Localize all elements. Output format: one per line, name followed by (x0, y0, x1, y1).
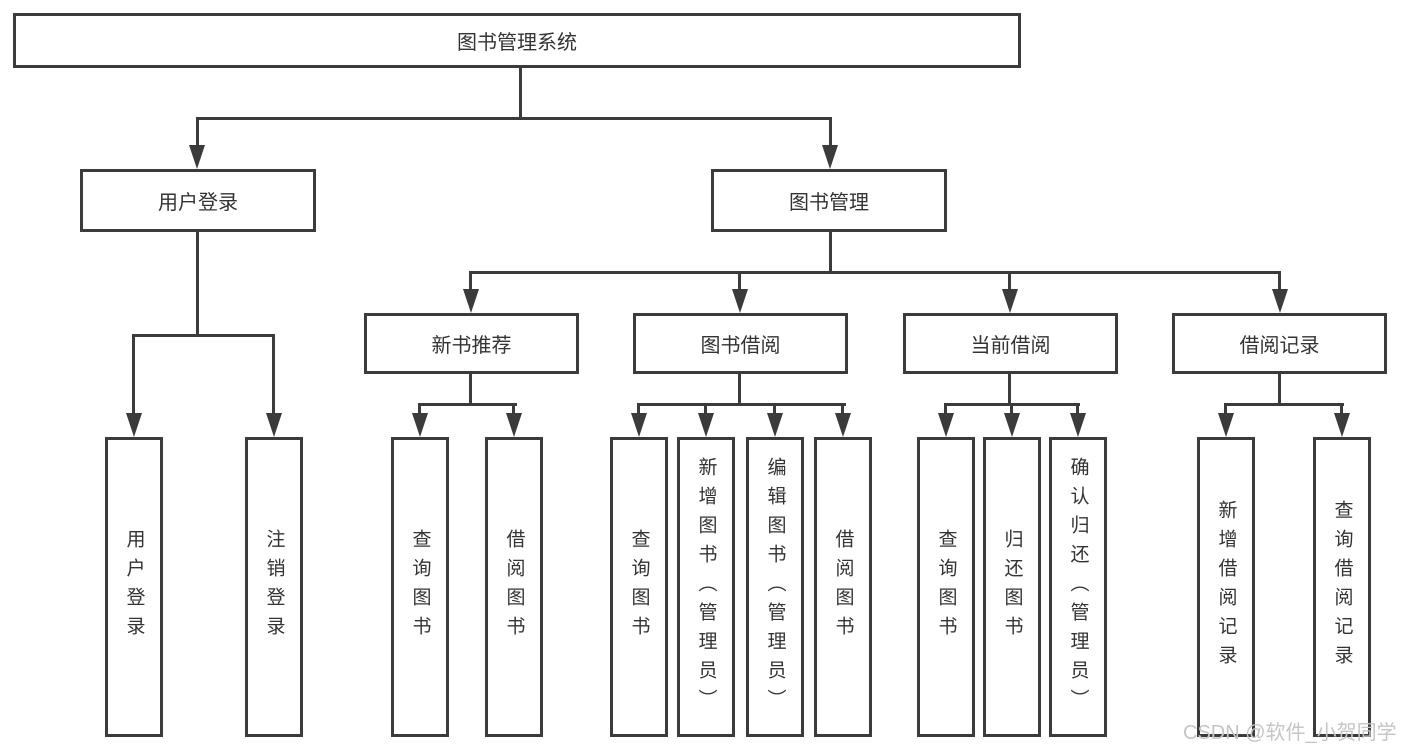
leaf-add-borrow-record: 新增借阅记录 (1197, 437, 1255, 737)
connector-line (196, 117, 832, 120)
node-book-management: 图书管理 (711, 169, 947, 232)
connector-line (196, 232, 199, 337)
connector-line (469, 271, 472, 292)
leaf-query-books-borrowing-label: 查询图书 (628, 529, 650, 645)
leaf-logout-label: 注销登录 (263, 529, 285, 645)
arrowhead-down (266, 413, 282, 437)
leaf-query-books-recommend: 查询图书 (391, 437, 449, 737)
leaf-query-borrow-record-label: 查询借阅记录 (1331, 500, 1353, 674)
node-current-borrowing-label: 当前借阅 (970, 335, 1051, 357)
connector-line (1278, 374, 1281, 406)
arrowhead-down (1218, 413, 1234, 437)
node-book-borrowing-label: 图书借阅 (700, 335, 781, 357)
leaf-return-books: 归还图书 (983, 437, 1041, 737)
watermark: CSDN @软件_小贺同学 (1183, 722, 1397, 744)
leaf-query-books-current-label: 查询图书 (935, 529, 957, 645)
node-new-book-recommendation-label: 新书推荐 (431, 335, 512, 357)
node-current-borrowing: 当前借阅 (903, 313, 1118, 374)
leaf-borrow-books-borrowing-label: 借阅图书 (832, 529, 854, 645)
node-root: 图书管理系统 (13, 13, 1021, 68)
arrowhead-down (126, 413, 142, 437)
leaf-add-books-admin: 新增图书（管理员） (677, 437, 735, 737)
connector-line (418, 403, 421, 416)
arrowhead-down (1070, 413, 1086, 437)
leaf-confirm-return-admin-label: 确认归还（管理员） (1067, 456, 1089, 718)
leaf-confirm-return-admin: 确认归还（管理员） (1049, 437, 1107, 737)
leaf-borrow-books-borrowing: 借阅图书 (814, 437, 872, 737)
connector-line (469, 271, 1281, 274)
leaf-edit-books-admin: 编辑图书（管理员） (746, 437, 804, 737)
arrowhead-down (767, 413, 783, 437)
arrowhead-down (732, 289, 748, 313)
connector-line (704, 403, 707, 416)
arrowhead-down (938, 413, 954, 437)
connector-line (519, 68, 522, 120)
node-book-management-label: 图书管理 (789, 192, 869, 214)
connector-line (469, 374, 472, 406)
arrowhead-down (1272, 289, 1288, 313)
connector-line (1008, 374, 1011, 406)
leaf-query-borrow-record: 查询借阅记录 (1313, 437, 1371, 737)
leaf-borrow-books-recommend-label: 借阅图书 (503, 529, 525, 645)
arrowhead-down (1002, 289, 1018, 313)
node-user-login-label: 用户登录 (158, 192, 238, 214)
arrowhead-down (189, 145, 205, 169)
connector-line (1010, 403, 1013, 416)
connector-line (1278, 271, 1281, 292)
connector-line (738, 271, 741, 292)
connector-line (1008, 271, 1011, 292)
leaf-add-borrow-record-label: 新增借阅记录 (1215, 500, 1237, 674)
node-user-login: 用户登录 (80, 169, 316, 232)
connector-line (196, 117, 199, 148)
leaf-query-books-recommend-label: 查询图书 (409, 529, 431, 645)
connector-line (1076, 403, 1079, 416)
leaf-user-login: 用户登录 (105, 437, 163, 737)
connector-line (637, 403, 640, 416)
arrowhead-down (1004, 413, 1020, 437)
connector-line (1340, 403, 1343, 416)
connector-line (637, 403, 846, 406)
node-root-label: 图书管理系统 (457, 32, 577, 54)
leaf-user-login-label: 用户登录 (123, 529, 145, 645)
leaf-query-books-borrowing: 查询图书 (610, 437, 668, 737)
arrowhead-down (1334, 413, 1350, 437)
leaf-borrow-books-recommend: 借阅图书 (485, 437, 543, 737)
arrowhead-down (506, 413, 522, 437)
node-book-borrowing: 图书借阅 (633, 313, 848, 374)
connector-line (1224, 403, 1227, 416)
connector-line (1224, 403, 1344, 406)
connector-line (773, 403, 776, 416)
connector-line (132, 334, 135, 416)
connector-line (272, 334, 275, 416)
node-borrowing-records-label: 借阅记录 (1239, 335, 1320, 357)
connector-line (829, 117, 832, 148)
leaf-query-books-current: 查询图书 (917, 437, 975, 737)
connector-line (512, 403, 515, 416)
leaf-add-books-admin-label: 新增图书（管理员） (695, 456, 717, 718)
connector-line (829, 232, 832, 274)
connector-line (738, 374, 741, 406)
connector-line (944, 403, 947, 416)
leaf-edit-books-admin-label: 编辑图书（管理员） (764, 456, 786, 718)
connector-line (418, 403, 517, 406)
node-borrowing-records: 借阅记录 (1172, 313, 1387, 374)
arrowhead-down (412, 413, 428, 437)
connector-line (132, 334, 275, 337)
node-new-book-recommendation: 新书推荐 (364, 313, 579, 374)
arrowhead-down (463, 289, 479, 313)
arrowhead-down (631, 413, 647, 437)
arrowhead-down (822, 145, 838, 169)
arrowhead-down (835, 413, 851, 437)
connector-line (841, 403, 844, 416)
leaf-return-books-label: 归还图书 (1001, 529, 1023, 645)
arrowhead-down (698, 413, 714, 437)
leaf-logout: 注销登录 (245, 437, 303, 737)
